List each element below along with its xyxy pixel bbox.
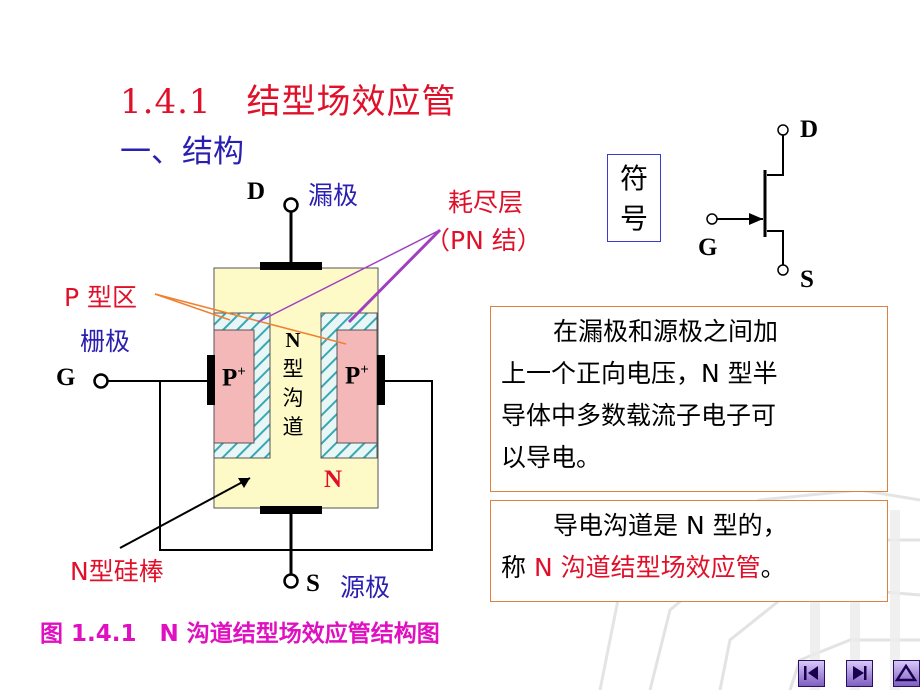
- symbol-label-box: 符 号: [607, 154, 661, 242]
- symbol-g-label: G: [698, 234, 718, 261]
- gate-terminal: [93, 373, 109, 389]
- figure-caption: 图 1.4.1 N 沟道结型场效应管结构图: [40, 621, 440, 647]
- drain-terminal: [283, 197, 299, 213]
- next-icon: [853, 666, 867, 680]
- explanation-box: 在漏极和源极之间加 上一个正向电压，N 型半 导体中多数载流子电子可 以导电。: [490, 306, 888, 492]
- channel-type-line-2: 称 N 沟道结型场效应管。: [501, 553, 786, 582]
- channel-type-line-1: 导电沟道是 N 型的，: [553, 511, 788, 540]
- n-silicon-rod-label: N型硅棒: [70, 557, 164, 586]
- source-contact: [260, 506, 322, 514]
- jfet-circuit-symbol: [706, 124, 789, 276]
- source-terminal: [283, 573, 299, 589]
- gate-label: 栅极: [80, 327, 131, 356]
- depletion-layer-label: 耗尽层: [448, 188, 524, 217]
- source-s-label: S: [306, 570, 320, 597]
- drain-contact: [260, 262, 322, 270]
- first-button[interactable]: [798, 660, 825, 687]
- section-heading: 一、结构: [120, 134, 244, 170]
- explanation-line: 以导电。: [501, 443, 602, 472]
- jfet-structure-diagram: [93, 197, 442, 589]
- page-title: 1.4.1 结型场效应管: [120, 82, 457, 122]
- gate-contact-left: [207, 355, 215, 405]
- symbol-s-label: S: [800, 266, 814, 293]
- channel-type-box: 导电沟道是 N 型的， 称 N 沟道结型场效应管。: [490, 500, 888, 602]
- drain-d-label: D: [247, 178, 266, 205]
- n-channel-label: N 型 沟 道: [282, 328, 304, 439]
- explanation-line: 导体中多数载流子电子可: [501, 401, 777, 430]
- gate-contact-right: [377, 355, 385, 405]
- next-button[interactable]: [846, 660, 873, 687]
- p-region-right: [336, 329, 378, 444]
- p-plus-left-label: P+: [222, 364, 246, 392]
- last-button[interactable]: [893, 660, 920, 687]
- first-icon: [804, 666, 818, 680]
- pn-junction-label: （PN 结）: [425, 226, 542, 255]
- p-region-label: P 型区: [64, 283, 138, 312]
- explanation-line: 上一个正向电压，N 型半: [501, 359, 778, 388]
- p-region-left: [213, 329, 255, 444]
- return-icon: [894, 663, 918, 682]
- source-label: 源极: [340, 573, 391, 602]
- p-plus-right-label: P+: [345, 362, 369, 390]
- symbol-d-label: D: [800, 116, 819, 143]
- explanation-line: 在漏极和源极之间加: [553, 317, 779, 346]
- gate-g-label: G: [56, 364, 76, 391]
- drain-label: 漏极: [308, 181, 359, 210]
- n-region-label: N: [324, 466, 343, 493]
